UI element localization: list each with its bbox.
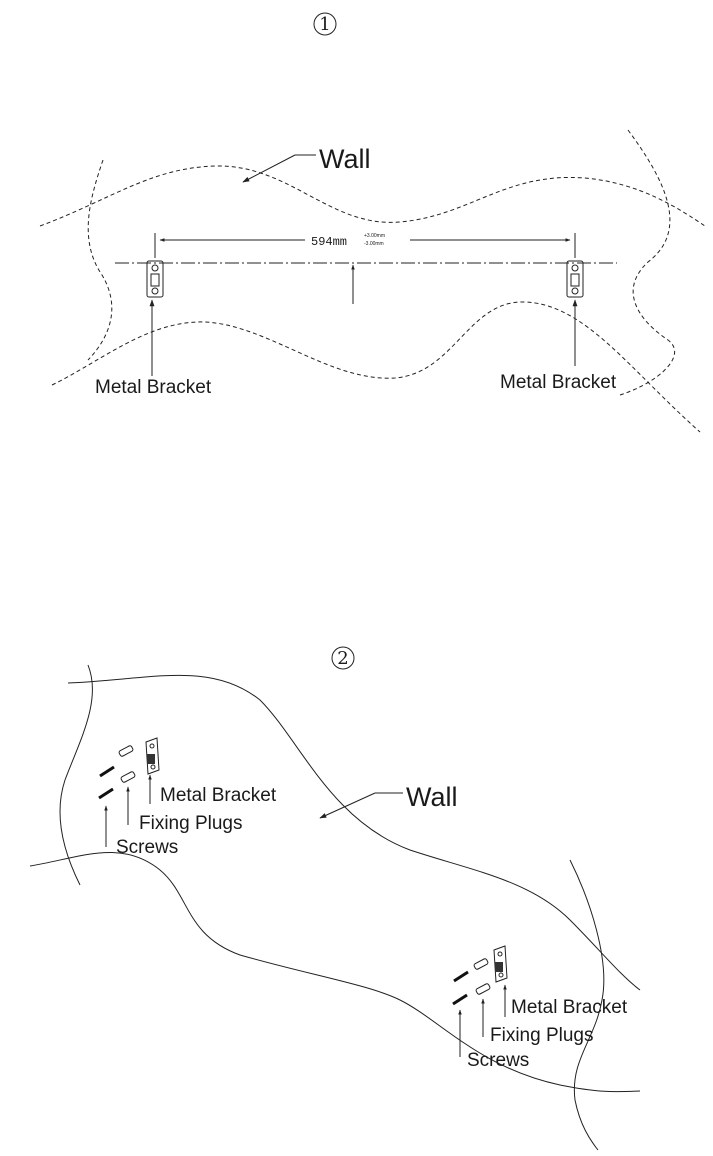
- step-2-number: 2: [337, 648, 348, 669]
- step-1-wall-callout: Wall: [243, 144, 371, 182]
- step-2-right-screws: [453, 972, 468, 1004]
- step-1-dimension-tolerance-plus: +3.00mm: [364, 233, 385, 239]
- step-2-wall-outline: [30, 665, 640, 1150]
- step-2-wall-callout: Wall: [320, 782, 458, 818]
- step-2-right-screws-label: Screws: [467, 1050, 529, 1071]
- step-1-number: 1: [319, 14, 330, 35]
- step-2-left-plugs: [118, 745, 135, 783]
- step-2: 2 Wall: [30, 647, 640, 1150]
- step-2-right-plugs-label: Fixing Plugs: [490, 1025, 594, 1046]
- step-1: 1 Wall 594mm +3.00mm -3.00mm: [40, 13, 705, 432]
- step-2-hardware-left: Metal Bracket Fixing Plugs Screws: [99, 738, 277, 858]
- step-2-hardware-right: Metal Bracket Fixing Plugs Screws: [453, 946, 628, 1071]
- step-2-right-bracket: [494, 946, 507, 982]
- step-1-number-badge: 1: [314, 13, 336, 35]
- step-2-right-bracket-label: Metal Bracket: [511, 997, 628, 1018]
- step-2-wall-label: Wall: [406, 782, 458, 812]
- step-2-left-screws-label: Screws: [116, 837, 178, 858]
- step-1-dimension-tolerance-minus: -3.00mm: [364, 241, 384, 247]
- step-1-dimension: 594mm +3.00mm -3.00mm: [155, 233, 575, 258]
- step-2-right-plugs: [473, 958, 490, 995]
- step-2-left-bracket-label: Metal Bracket: [160, 785, 277, 806]
- step-1-bracket-right-label: Metal Bracket: [500, 372, 617, 393]
- step-2-left-screws: [99, 767, 114, 798]
- step-1-bracket-right: [567, 261, 583, 297]
- step-2-left-plugs-label: Fixing Plugs: [139, 813, 243, 834]
- step-1-dimension-value: 594mm: [311, 235, 347, 249]
- step-1-bracket-left-label: Metal Bracket: [95, 377, 212, 398]
- step-1-bracket-left: [147, 261, 163, 297]
- step-2-number-badge: 2: [332, 647, 354, 669]
- step-2-left-bracket: [146, 738, 159, 774]
- step-1-wall-label: Wall: [319, 144, 371, 174]
